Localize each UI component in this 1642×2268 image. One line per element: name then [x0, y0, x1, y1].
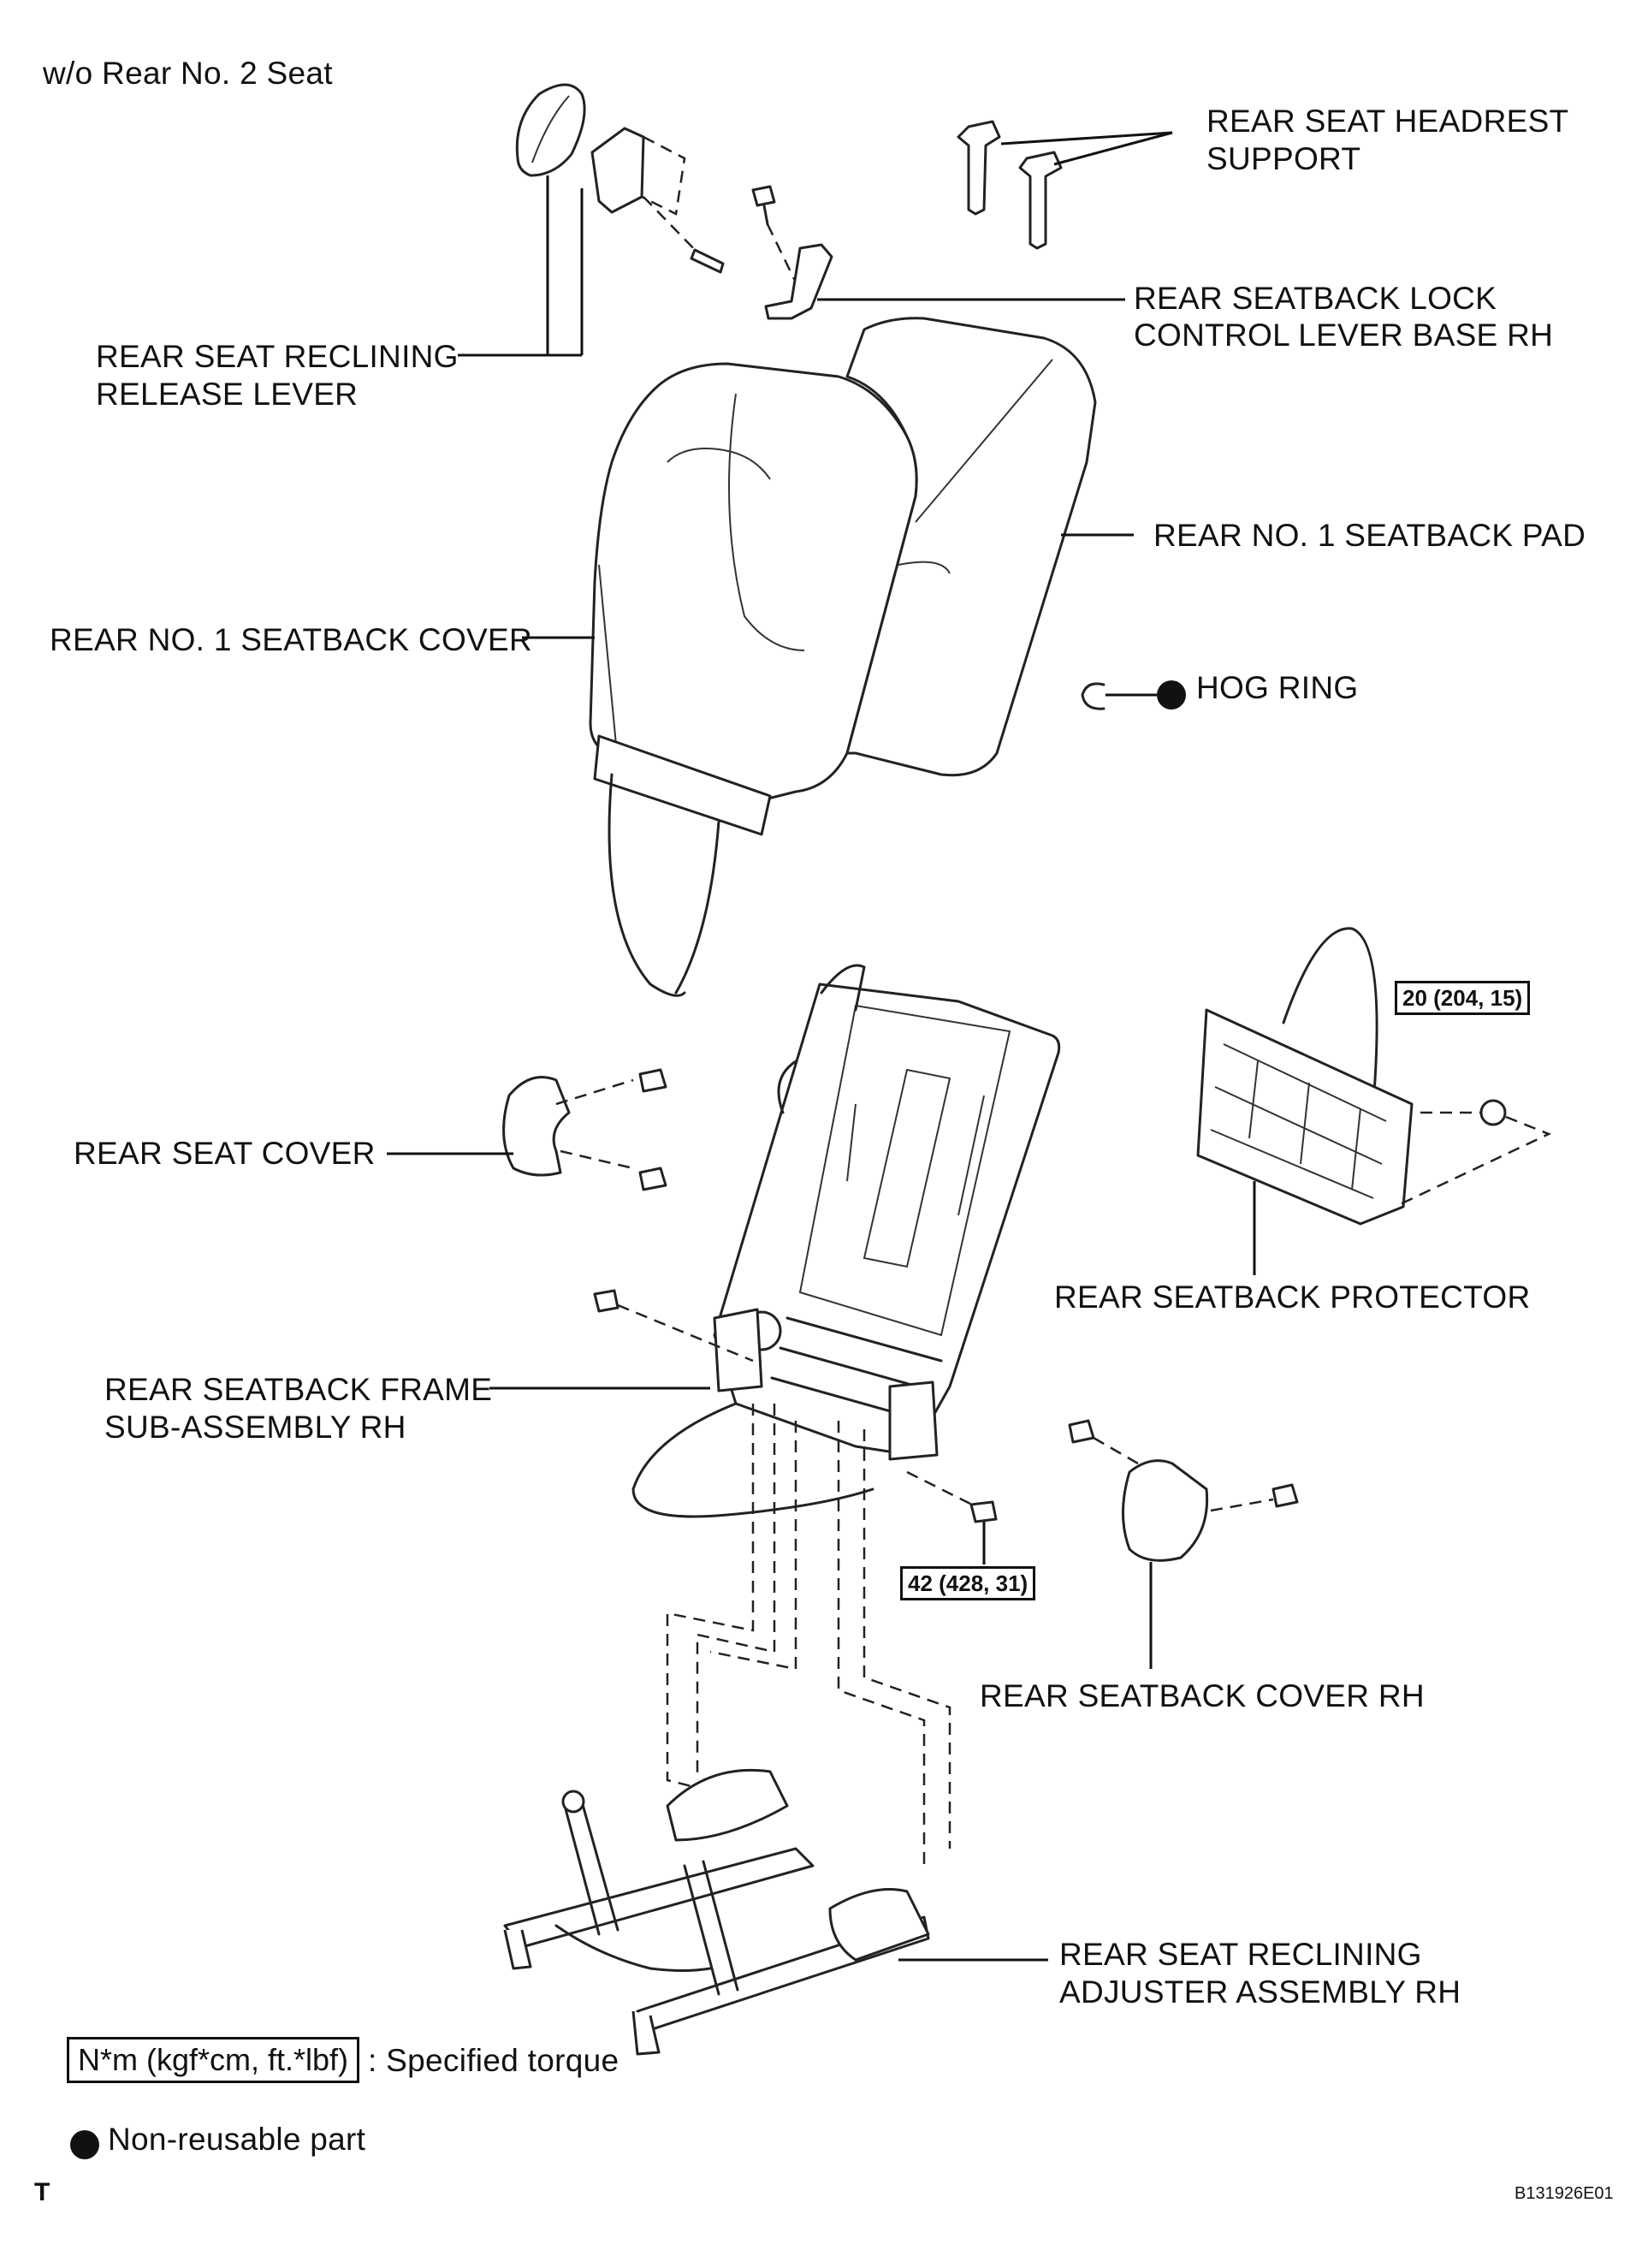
- rear-seat-cover-part: [502, 1068, 667, 1191]
- legend-torque-text: : Specified torque: [368, 2043, 619, 2078]
- label-adjuster-line1: REAR SEAT RECLINING: [1059, 1937, 1422, 1972]
- label-seatback-frame-line1: REAR SEATBACK FRAME: [104, 1372, 493, 1407]
- torque-frame-bolt: 42 (428, 31): [900, 1566, 1036, 1600]
- figure-id: B131926E01: [1515, 2184, 1614, 2203]
- label-seatback-cover-rh: REAR SEATBACK COVER RH: [980, 1678, 1425, 1713]
- headrest-support-parts: [957, 120, 1063, 250]
- legend-torque-unit-box: N*m (kgf*cm, ft.*lbf): [67, 2037, 360, 2083]
- label-lock-lever-base-line1: REAR SEATBACK LOCK: [1134, 281, 1497, 316]
- alignment-dashed-lines: [666, 1404, 951, 1866]
- label-headrest-support-line1: REAR SEAT HEADREST: [1206, 104, 1569, 139]
- label-headrest-support-line2: SUPPORT: [1206, 141, 1361, 176]
- non-reusable-dot-icon: [1157, 680, 1186, 709]
- label-seatback-frame-line2: SUB-ASSEMBLY RH: [104, 1410, 406, 1445]
- label-release-lever-line2: RELEASE LEVER: [96, 377, 359, 412]
- label-rear-seat-cover: REAR SEAT COVER: [74, 1136, 376, 1171]
- torque-protector: 20 (204, 15): [1395, 981, 1531, 1015]
- lock-control-lever-base-part: [764, 243, 833, 320]
- lock-lever-bolt: [751, 185, 797, 283]
- variant-title: w/o Rear No. 2 Seat: [43, 56, 333, 91]
- hog-ring-symbol: [1081, 682, 1157, 710]
- frame-bolts: [593, 1289, 998, 1523]
- seatback-protector-part: [1196, 927, 1552, 1226]
- leader-lines: [387, 131, 1473, 1962]
- reclining-release-lever-part: [515, 83, 725, 274]
- label-seatback-protector: REAR SEATBACK PROTECTOR: [1054, 1279, 1531, 1315]
- seatback-cover-part: [589, 362, 918, 997]
- legend-non-reusable-dot-icon: [70, 2130, 99, 2159]
- legend-non-reusable-text: Non-reusable part: [108, 2122, 366, 2157]
- seatback-frame-part: [631, 964, 1061, 1518]
- label-seatback-pad: REAR NO. 1 SEATBACK PAD: [1153, 518, 1586, 553]
- label-seatback-cover: REAR NO. 1 SEATBACK COVER: [50, 622, 532, 657]
- reclining-adjuster-part: [503, 1768, 930, 2056]
- footer-left-mark: T: [34, 2178, 50, 2206]
- label-adjuster-line2: ADJUSTER ASSEMBLY RH: [1059, 1974, 1461, 2010]
- label-release-lever-line1: REAR SEAT RECLINING: [96, 339, 459, 374]
- seatback-cover-rh-part: [1068, 1419, 1299, 1562]
- seatback-pad-part: [845, 317, 1097, 777]
- label-lock-lever-base-line2: CONTROL LEVER BASE RH: [1134, 318, 1554, 353]
- label-hog-ring: HOG RING: [1196, 670, 1359, 705]
